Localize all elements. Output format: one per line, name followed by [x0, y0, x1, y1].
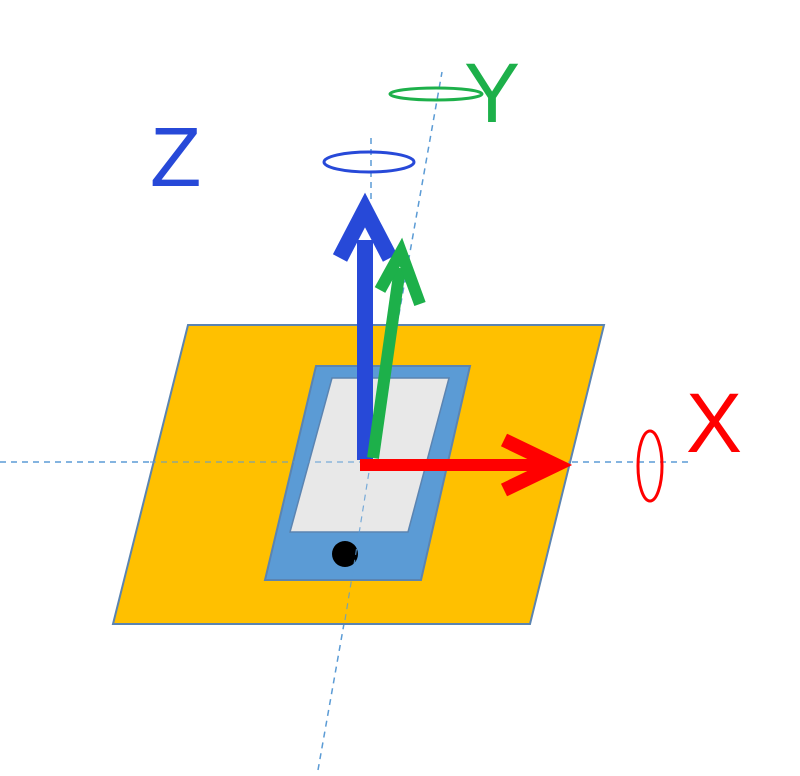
y-rotation-ring-icon	[388, 86, 484, 102]
y-axis-label: Y	[464, 46, 520, 140]
z-rotation-ring-icon	[322, 150, 416, 174]
y-axis-arrow	[367, 237, 426, 459]
x-axis-label: X	[686, 376, 742, 470]
x-axis-arrow	[360, 433, 573, 497]
z-axis-label: Z	[150, 110, 201, 204]
x-rotation-ring-icon	[636, 429, 664, 503]
z-axis-arrow	[332, 192, 398, 460]
phone-home-button	[332, 541, 358, 567]
